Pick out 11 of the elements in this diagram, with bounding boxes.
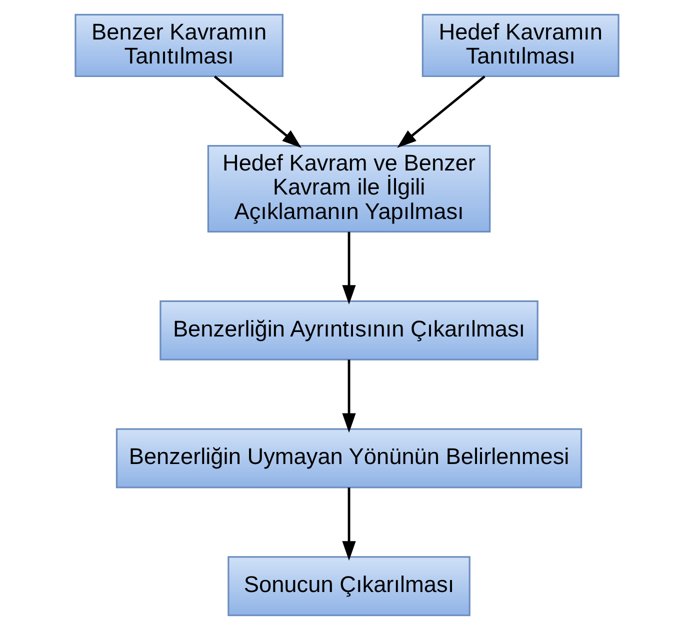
arrow [342,488,356,561]
node-box: Hedef Kavram ve Benzer Kavram ile İlgili Açıklamanın Yapılması [206,145,490,232]
node-box: Benzer Kavramın Tanıtılması [74,14,283,78]
node-box: Sonucun Çıkarılması [227,556,470,616]
arrow [342,232,356,305]
node-box: Benzerliğin Ayrıntısının Çıkarılması [159,300,538,360]
node-box: Benzerliğin Uymayan Yönünün Belirlenmesi [115,428,582,488]
arrow [396,76,485,148]
arrow [213,76,301,148]
arrow [342,360,356,433]
node-box: Hedef Kavramın Tanıtılması [421,14,619,78]
